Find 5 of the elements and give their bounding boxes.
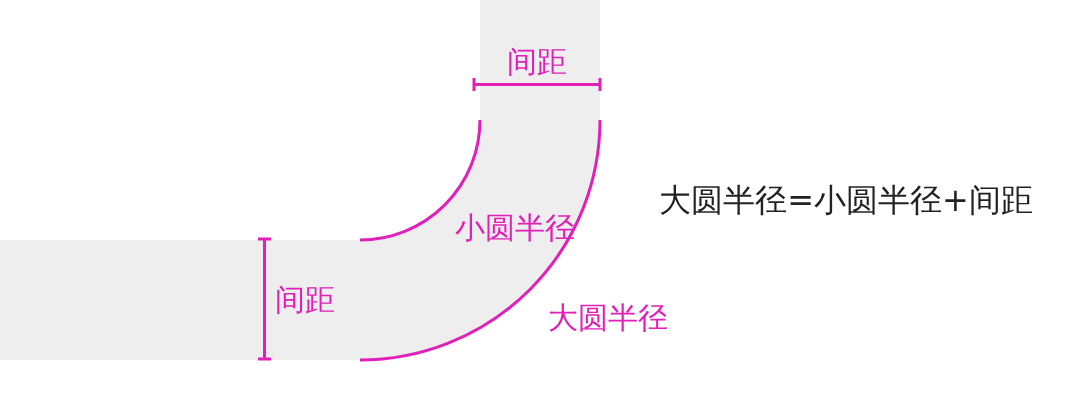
dimension-label: 间距 bbox=[507, 47, 567, 77]
dimension-label: 间距 bbox=[275, 285, 335, 315]
radius-label: 大圆半径 bbox=[548, 303, 668, 333]
radius-label: 小圆半径 bbox=[455, 213, 575, 243]
formula-text: 大圆半径=小圆半径+间距 bbox=[659, 184, 1033, 216]
